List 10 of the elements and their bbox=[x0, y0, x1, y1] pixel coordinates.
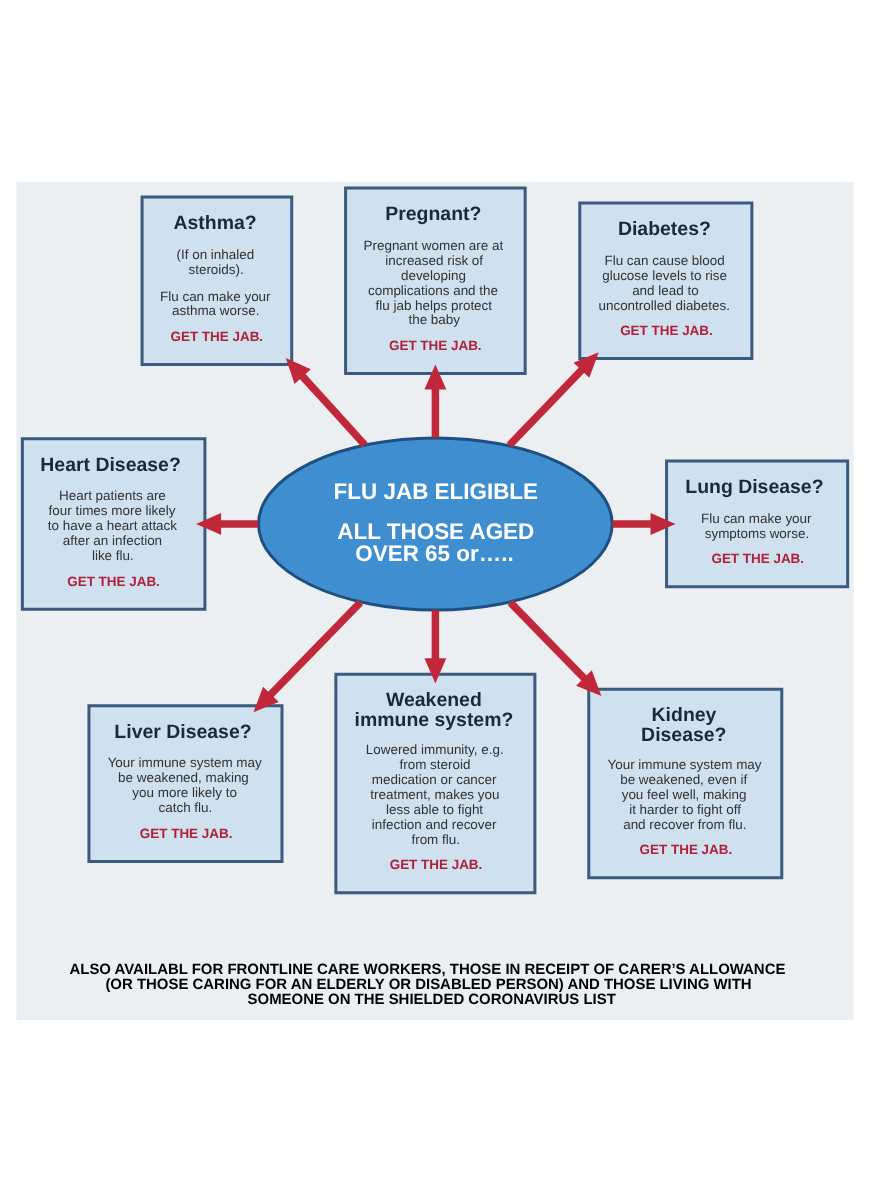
arrow bbox=[612, 512, 676, 534]
arrow bbox=[424, 609, 447, 683]
arrow bbox=[507, 598, 602, 695]
arrow bbox=[285, 357, 368, 447]
arrow bbox=[424, 363, 447, 437]
arrow bbox=[196, 512, 258, 534]
node-ellipse: FLU JAB ELIGIBLE ALL THOSE AGED OVER 65 or….. bbox=[257, 435, 614, 611]
label: ALSO AVAILABL FOR FRONTLINE CARE WORKERS, THOSE IN RECEIPT OF CARER’S ALLOWANCE (OR THOSE CARING FOR AN ELDERLY OR DISABLED PERSON) AND THOSE LIVING WITH SOMEONE ON THE SHIELDED CORONAVIRUS LIST bbox=[69, 958, 786, 1007]
arrow bbox=[253, 598, 364, 712]
arrow bbox=[506, 351, 599, 447]
